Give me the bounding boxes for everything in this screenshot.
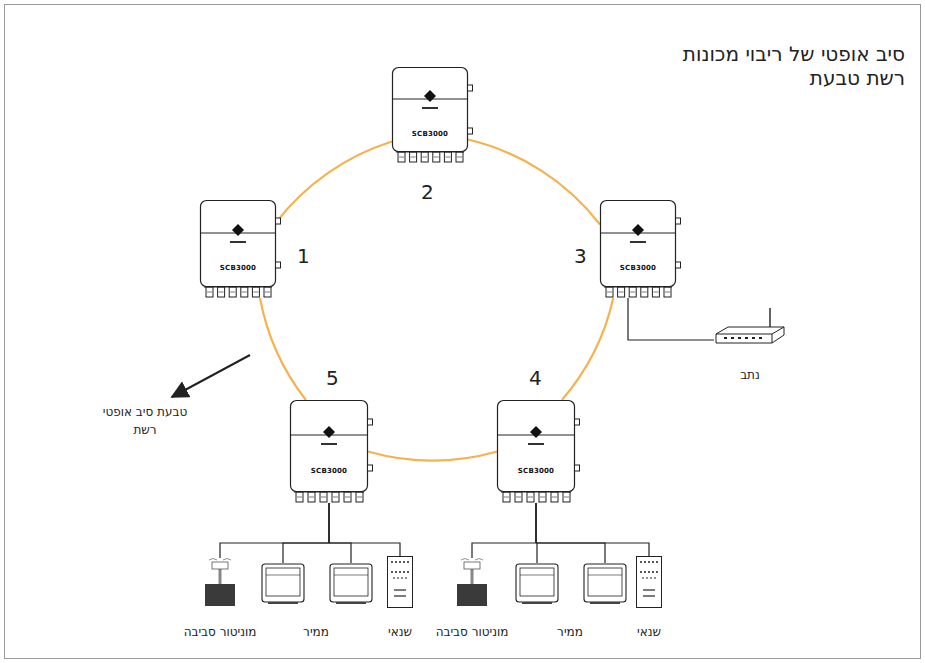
node-outline [714,318,786,362]
device-label: ממיר [303,625,329,639]
model-name: SCB3000 [620,264,656,272]
device-label: מוניטור סביבה [184,625,257,639]
environment-monitor: מוניטור סביבה [455,558,489,606]
callout-label: טבעת סיב אופטי רשת [100,403,190,439]
node-outline [600,200,676,300]
wire-connector [329,503,400,556]
node-outline [392,67,468,165]
wire-connector [220,503,329,558]
node-outline [203,558,237,606]
fiber-ring-arc [260,298,306,400]
node-outline [258,563,374,605]
fiber-ring-arc [276,142,392,223]
node-outline [497,400,575,505]
fiber-ring-arc [562,298,613,400]
wire-connector [628,298,714,340]
callout-number: 1 [297,244,310,268]
combiner-box: SCB30005 [290,400,368,505]
transformer-icon: שנאי [636,556,662,608]
diagram-title: סיב אופטי של ריבוי מכונות רשת טבעת [651,42,905,90]
node-outline [290,400,368,505]
device-label: ממיר [557,625,583,639]
environment-monitor: מוניטור סביבה [203,558,237,606]
model-name: SCB3000 [311,467,347,475]
model-name: SCB3000 [220,264,256,272]
frame-border [5,5,921,659]
node-outline [455,558,489,606]
combiner-box: SCB30003 [600,200,676,300]
fiber-ring-arc [368,452,497,461]
transformer-icon: שנאי [387,556,413,608]
router-icon: נתב [714,318,786,362]
device-label: שנאי [388,625,412,639]
device-label: מוניטור סביבה [436,625,509,639]
device-label: נתב [740,368,760,382]
wire-connector [536,503,605,563]
model-name: SCB3000 [518,467,554,475]
node-outline [636,556,662,608]
inverter-icon: ממיר [258,563,374,605]
callout-number: 3 [574,244,587,268]
wire-connector [536,503,649,556]
callout-arrow [172,355,250,397]
callout-number: 5 [326,366,339,390]
combiner-box: SCB30004 [497,400,575,505]
combiner-box: SCB30001 [200,200,276,300]
callout-number: 2 [421,180,434,204]
wire-connector [283,503,351,563]
node-outline [200,200,276,300]
fiber-ring-arc [468,140,600,225]
device-label: שנאי [637,625,661,639]
wire-connector [472,503,536,558]
inverter-icon: ממיר [512,563,628,605]
combiner-box: SCB30002 [392,67,468,165]
callout-number: 4 [529,366,542,390]
node-outline [512,563,628,605]
model-name: SCB3000 [412,130,448,138]
node-outline [387,556,413,608]
